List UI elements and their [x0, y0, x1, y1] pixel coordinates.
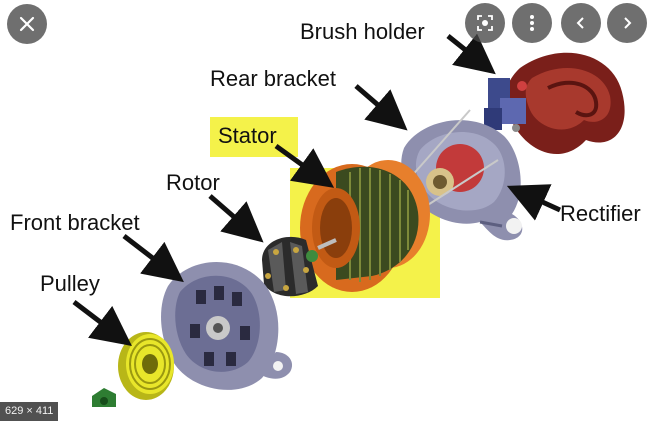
label-brush-holder: Brush holder: [300, 19, 425, 44]
previous-image-button[interactable]: [561, 3, 601, 43]
label-rectifier: Rectifier: [560, 201, 641, 226]
close-button[interactable]: [7, 4, 47, 44]
next-image-button[interactable]: [607, 3, 647, 43]
more-options-button[interactable]: [512, 3, 552, 43]
front-bracket: [161, 261, 293, 390]
more-vert-icon: [530, 15, 534, 31]
bottom-strip: [0, 407, 657, 421]
lens-icon: [477, 15, 493, 31]
stator: [300, 160, 430, 292]
chevron-right-icon: [624, 17, 632, 29]
close-icon: [19, 16, 35, 32]
rear-bracket: [401, 120, 523, 241]
label-rear-bracket: Rear bracket: [210, 66, 336, 91]
through-bolts: [409, 109, 499, 211]
label-rotor: Rotor: [166, 170, 220, 195]
brush-holder: [484, 78, 527, 132]
image-dimensions-badge: 629 × 411: [0, 401, 59, 421]
label-stator: Stator: [218, 123, 277, 148]
pulley: [118, 332, 174, 400]
label-arrows: [72, 33, 562, 347]
rear-cover: [505, 52, 625, 155]
label-pulley: Pulley: [40, 271, 100, 296]
label-front-bracket: Front bracket: [10, 210, 140, 235]
lens-button[interactable]: [465, 3, 505, 43]
chevron-left-icon: [576, 17, 584, 29]
